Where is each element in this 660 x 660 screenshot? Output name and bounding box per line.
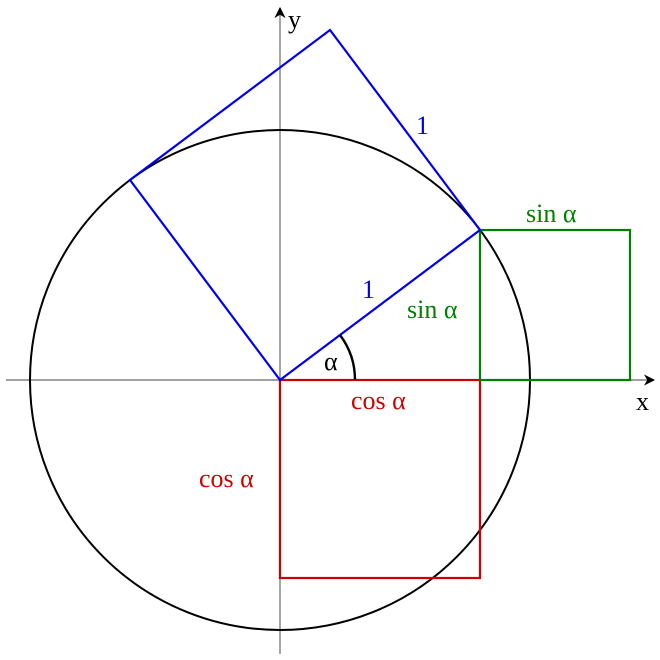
cos-horizontal-label: cos α [351, 386, 406, 415]
angle-arc [339, 334, 357, 381]
sin-vertical-label: sin α [407, 295, 458, 324]
angle-label: α [324, 347, 338, 376]
sin-top-label: sin α [526, 199, 577, 228]
hypotenuse-square [128, 28, 482, 382]
y-axis-label: y [288, 5, 301, 34]
sin-square [478, 228, 632, 382]
cos-square [278, 378, 482, 580]
cos-vertical-label: cos α [199, 464, 254, 493]
square-side-label: 1 [416, 111, 429, 140]
hypotenuse-label: 1 [362, 275, 375, 304]
x-axis-label: x [636, 387, 649, 416]
